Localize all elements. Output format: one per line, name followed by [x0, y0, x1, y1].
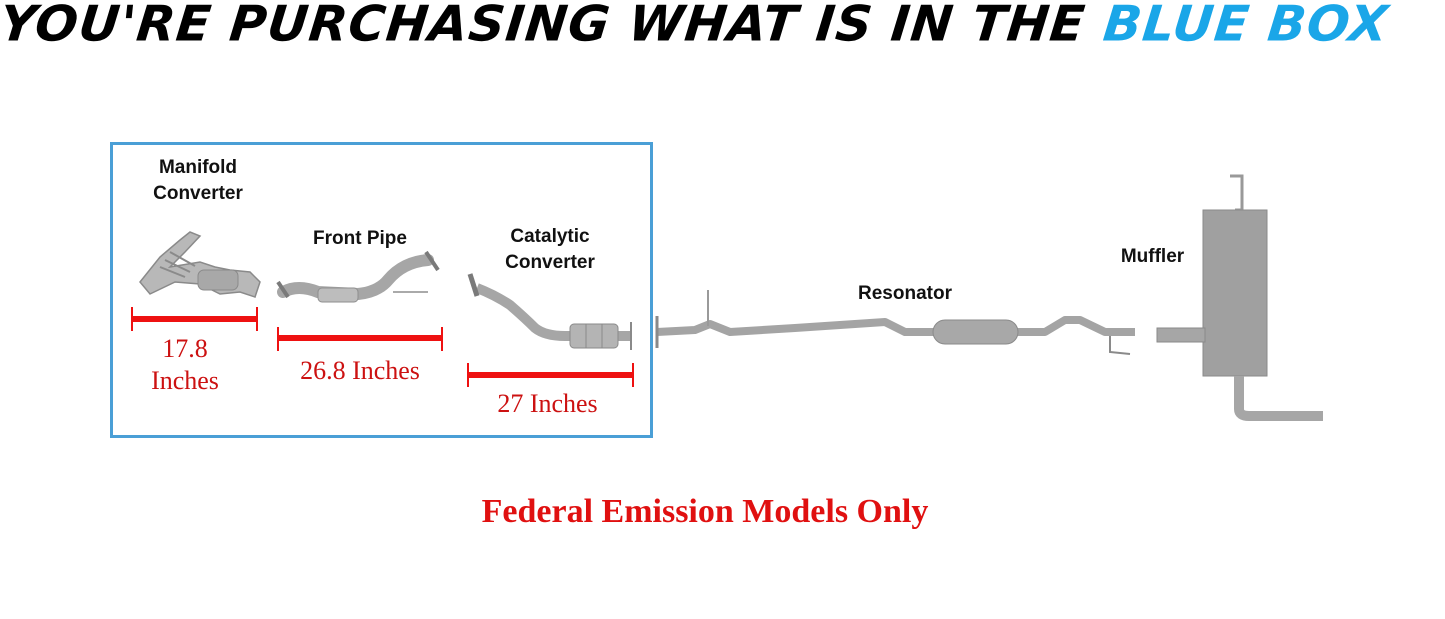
manifold-length: 17.8 Inches	[125, 333, 245, 397]
front-pipe-measure-tick-right	[441, 327, 443, 351]
muffler-label: Muffler	[1120, 246, 1185, 267]
catalytic-label-line2: Converter	[505, 252, 595, 273]
front-pipe-length: 26.8 Inches	[300, 356, 420, 385]
manifold-length-unit: Inches	[151, 366, 219, 395]
front-pipe-image	[276, 250, 440, 303]
manifold-label-line2: Converter	[153, 183, 243, 204]
manifold-length-value: 17.8	[162, 334, 208, 363]
headline-highlight: BLUE BOX	[1100, 0, 1392, 53]
manifold-measure-bar	[132, 316, 257, 322]
resonator-label: Resonator	[858, 283, 952, 304]
catalytic-label-line1: Catalytic	[510, 226, 590, 247]
catalytic-converter-label: Catalytic Converter	[480, 224, 620, 276]
manifold-converter-label: Manifold Converter	[128, 155, 268, 207]
muffler-image	[1156, 174, 1323, 421]
manifold-measure-tick-right	[256, 307, 258, 331]
manifold-converter-image	[139, 231, 261, 298]
headline-prefix: YOU'RE PURCHASING WHAT IS IN THE	[0, 0, 1089, 53]
catalytic-measure-tick-right	[632, 363, 634, 387]
front-pipe-label: Front Pipe	[313, 228, 407, 249]
blue-box-included-parts	[110, 142, 653, 438]
front-pipe-measure-bar	[278, 335, 442, 341]
headline: YOU'RE PURCHASING WHAT IS IN THE BLUE BO…	[0, 0, 1445, 53]
manifold-label-line1: Manifold	[158, 157, 238, 178]
federal-emission-footnote: Federal Emission Models Only	[481, 493, 929, 530]
catalytic-length: 27 Inches	[497, 389, 598, 418]
catalytic-converter-image	[467, 273, 632, 350]
catalytic-measure-bar	[468, 372, 633, 378]
resonator-image	[655, 290, 1135, 355]
